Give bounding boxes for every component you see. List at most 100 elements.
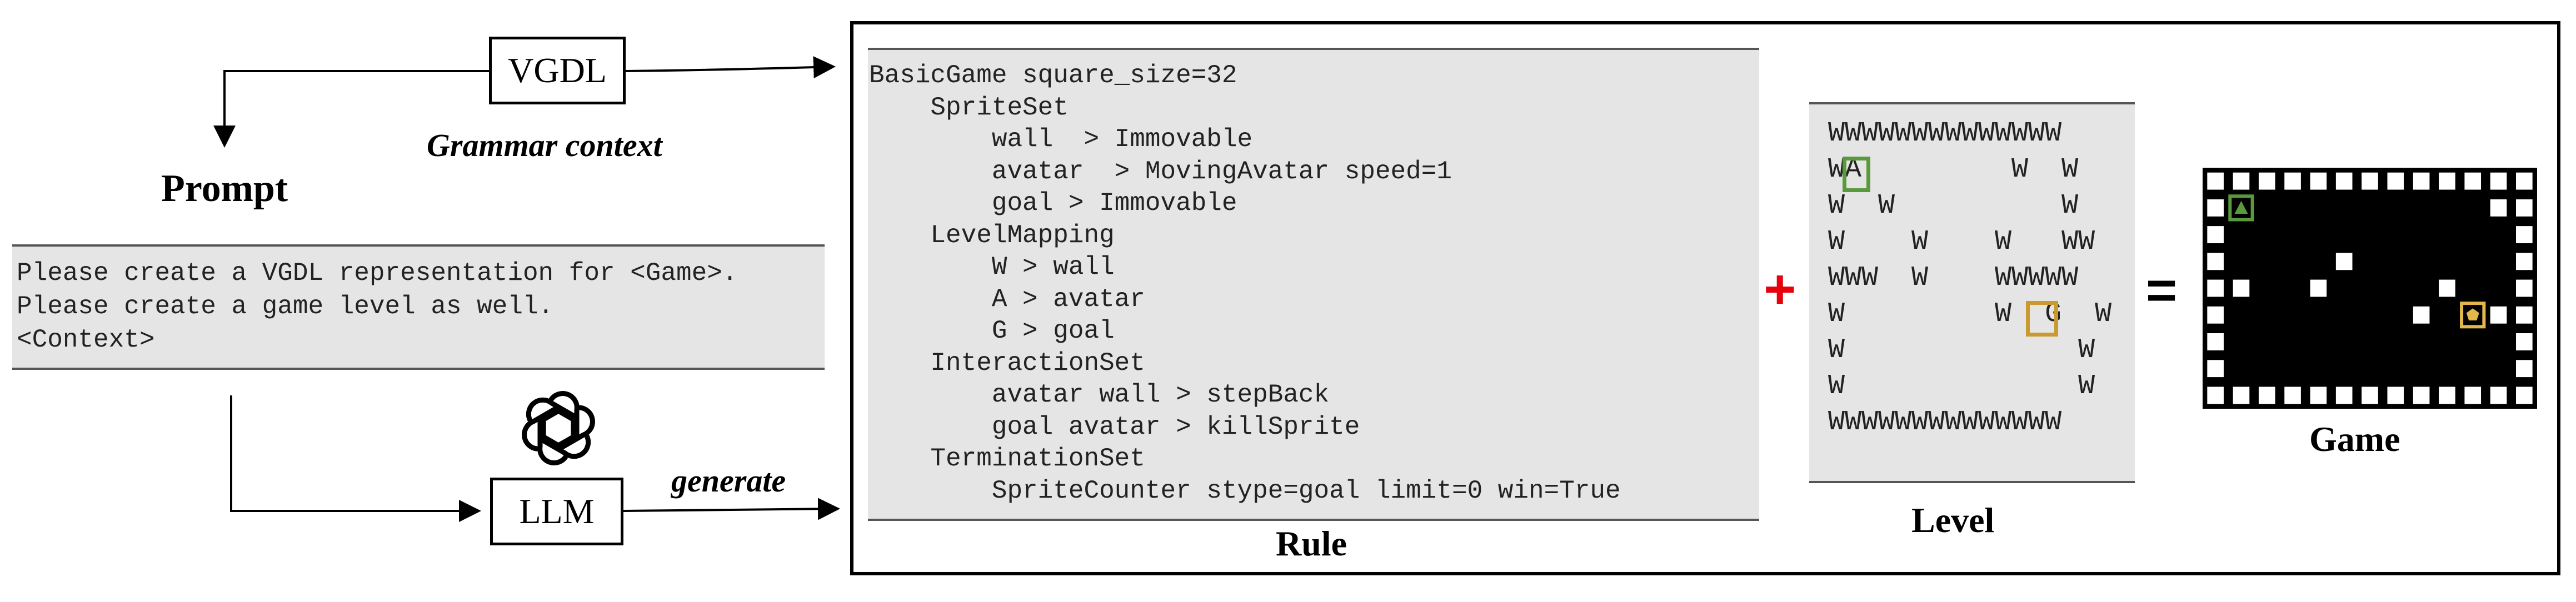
level-row: W W	[1828, 334, 2095, 366]
game-wall-tile	[2233, 172, 2250, 190]
game-wall-tile	[2516, 387, 2533, 404]
game-wall-tile	[2284, 172, 2301, 190]
game-wall-tile	[2335, 253, 2353, 270]
openai-logo-icon	[522, 391, 595, 465]
game-goal-highlight	[2460, 302, 2486, 329]
game-wall-tile	[2233, 387, 2250, 404]
rule-line: goal avatar > killSprite	[869, 412, 1360, 442]
level-row: WWW W WWWWW	[1828, 262, 2079, 294]
game-wall-tile	[2516, 253, 2533, 270]
game-wall-tile	[2207, 253, 2224, 270]
game-wall-tile	[2335, 387, 2353, 404]
game-wall-tile	[2516, 199, 2533, 217]
prompt-text-block: Please create a VGDL representation for …	[12, 244, 825, 370]
grammar-context-label: Grammar context	[427, 127, 662, 163]
game-avatar-icon	[2234, 200, 2248, 214]
arrow-vgdl-to-output	[625, 56, 836, 79]
rule-line: A > avatar	[869, 284, 1145, 314]
game-wall-tile	[2362, 387, 2378, 404]
game-wall-tile	[2310, 387, 2327, 404]
game-wall-tile	[2413, 387, 2430, 404]
game-wall-tile	[2490, 387, 2507, 404]
level-row: WA W W	[1828, 154, 2079, 185]
game-wall-tile	[2490, 306, 2507, 324]
game-wall-tile	[2387, 172, 2404, 190]
game-wall-tile	[2284, 387, 2301, 404]
rule-line: SpriteSet	[869, 93, 1069, 122]
game-wall-tile	[2413, 306, 2430, 324]
game-wall-tile	[2310, 279, 2327, 297]
game-wall-tile	[2207, 387, 2224, 404]
game-wall-tile	[2258, 172, 2275, 190]
rule-line: avatar > MovingAvatar speed=1	[869, 157, 1452, 186]
level-row: W W	[1828, 370, 2095, 402]
rule-line: LevelMapping	[869, 220, 1115, 250]
game-wall-tile	[2516, 306, 2533, 324]
game-wall-tile	[2516, 333, 2533, 350]
prompt-line: Please create a game level as well.	[17, 292, 554, 321]
vgdl-box-label: VGDL	[508, 51, 607, 90]
game-wall-tile	[2516, 279, 2533, 297]
game-wall-tile	[2516, 172, 2533, 190]
game-wall-tile	[2207, 333, 2224, 350]
game-wall-tile	[2516, 360, 2533, 378]
rule-line: W > wall	[869, 253, 1115, 282]
level-label: Level	[1911, 500, 1995, 540]
game-wall-tile	[2362, 172, 2378, 190]
level-row: W W W	[1828, 190, 2079, 222]
rule-line: TerminationSet	[869, 444, 1145, 473]
game-wall-tile	[2207, 172, 2224, 190]
game-wall-tile	[2464, 387, 2482, 404]
rule-line: goal > Immovable	[869, 189, 1237, 218]
game-wall-tile	[2439, 279, 2455, 297]
game-wall-tile	[2207, 306, 2224, 324]
game-wall-tile	[2490, 172, 2507, 190]
game-avatar-highlight	[2228, 194, 2254, 222]
equals-operator: =	[2146, 260, 2178, 320]
game-wall-tile	[2207, 199, 2224, 217]
vgdl-box: VGDL	[489, 37, 626, 104]
game-wall-tile	[2233, 279, 2250, 297]
game-wall-tile	[2413, 172, 2430, 190]
game-label: Game	[2309, 419, 2400, 459]
arrow-prompt-to-llm	[230, 395, 481, 522]
goal-highlight-box	[2026, 301, 2058, 337]
game-wall-tile	[2490, 199, 2507, 217]
game-wall-tile	[2207, 360, 2224, 378]
prompt-line: <Context>	[17, 325, 155, 354]
game-wall-tile	[2464, 172, 2482, 190]
game-wall-tile	[2207, 226, 2224, 243]
llm-box-label: LLM	[519, 491, 595, 531]
rule-label: Rule	[1276, 524, 1347, 563]
rule-line: G > goal	[869, 317, 1115, 345]
game-wall-tile	[2258, 387, 2275, 404]
llm-box: LLM	[490, 478, 623, 545]
rule-line: SpriteCounter stype=goal limit=0 win=Tru…	[869, 476, 1621, 505]
game-wall-tile	[2439, 387, 2455, 404]
prompt-line: Please create a VGDL representation for …	[17, 259, 738, 288]
game-wall-tile	[2207, 279, 2224, 297]
game-goal-icon	[2466, 308, 2479, 320]
game-wall-tile	[2335, 172, 2353, 190]
game-wall-tile	[2310, 172, 2327, 190]
rule-line: wall > Immovable	[869, 125, 1253, 154]
prompt-title: Prompt	[161, 167, 288, 210]
level-row: WWWWWWWWWWWWWW	[1828, 407, 2062, 438]
arrow-llm-to-output	[623, 498, 840, 520]
level-block: WWWWWWWWWWWWWW WA W W W W W W W W WW WWW…	[1809, 102, 2135, 483]
rule-line: BasicGame square_size=32	[869, 61, 1237, 90]
rule-code-block: BasicGame square_size=32 SpriteSet wall …	[868, 48, 1759, 521]
rule-line: InteractionSet	[869, 348, 1145, 378]
game-wall-tile	[2516, 226, 2533, 243]
level-row: W W G W	[1828, 298, 2112, 330]
level-row: WWWWWWWWWWWWWW	[1828, 118, 2062, 149]
rule-line: avatar wall > stepBack	[869, 380, 1330, 409]
game-wall-tile	[2387, 387, 2404, 404]
plus-operator: +	[1764, 258, 1796, 320]
output-frame	[850, 21, 2560, 575]
game-render	[2203, 168, 2537, 409]
game-background	[2203, 168, 2537, 409]
avatar-highlight-box	[1843, 157, 1870, 192]
game-wall-tile	[2439, 172, 2455, 190]
level-row: W W W WW	[1828, 226, 2095, 258]
